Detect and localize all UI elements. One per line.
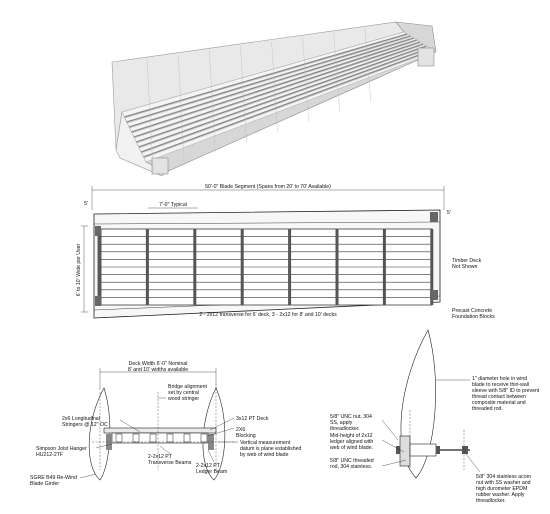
- wall-panel-seams: [146, 28, 372, 173]
- plan-overall-dimension: 50'-0" Blade Segment (Spans from 20' to …: [205, 184, 331, 190]
- panel-seam: [178, 55, 185, 163]
- detail-blade: [400, 329, 436, 479]
- panel-seam: [209, 50, 216, 153]
- plan-block-tr: [430, 212, 438, 222]
- section-label-deck: 3x12 PT Deck: [236, 416, 269, 422]
- deck-slat: [136, 43, 424, 143]
- deck-slat: [143, 49, 434, 158]
- panel-seam: [146, 59, 154, 173]
- plan-transverse-beam: [335, 229, 339, 305]
- plan-transverse-beams: [98, 229, 434, 305]
- plan-transverse-beam: [193, 229, 197, 305]
- section-stringer: [115, 433, 123, 443]
- plan-transverse-beam: [240, 229, 244, 305]
- section-stringer: [132, 433, 140, 443]
- panel-seam: [302, 37, 309, 123]
- section-deck-width: Deck Width 6'-0" Nominal: [129, 361, 188, 367]
- detail-ledger: [399, 435, 411, 467]
- panel-seam: [271, 41, 278, 133]
- section-transverse-beams: [111, 432, 209, 444]
- section-blade-right: [202, 387, 226, 481]
- deck-slat: [126, 35, 411, 123]
- foundation-block-front: [151, 157, 169, 175]
- foundation-block-back: [417, 47, 435, 67]
- plan-transverse-beam: [145, 229, 149, 305]
- section-ledger-left: [106, 434, 112, 450]
- cross-section-view: Deck Width 6'-0" Nominal 8' and 10' widt…: [30, 361, 302, 487]
- deck-slat: [124, 33, 408, 118]
- plan-block-br: [430, 290, 438, 300]
- deck-slat: [138, 45, 427, 148]
- plan-block-tl: [95, 226, 101, 236]
- plan-note-transverse: 2 - 2x12 transverse for 6' deck, 3 - 2x1…: [199, 312, 337, 318]
- deck-slats: [124, 33, 434, 159]
- section-stringer: [166, 433, 174, 443]
- section-deck: [103, 427, 217, 434]
- plan-transverse-beam: [288, 229, 292, 305]
- plan-right-tick: 5': [447, 210, 451, 216]
- plan-transverse-beam: [430, 229, 434, 305]
- section-deck-width-sub: 8' and 10' widths available: [128, 367, 188, 373]
- panel-seam: [333, 32, 340, 113]
- plan-transverse-beam: [98, 229, 102, 305]
- panel-seam: [240, 46, 247, 143]
- detail-acorn-nut: [462, 446, 468, 454]
- section-stringer: [149, 433, 157, 443]
- bridge-3d-render: [111, 21, 437, 177]
- detail-nut-left: [396, 446, 400, 454]
- plan-block-bl: [95, 296, 101, 306]
- deck-slat: [128, 37, 414, 128]
- plan-typical-dimension: 7'-0" Typical: [159, 202, 187, 208]
- section-stringer: [183, 433, 191, 443]
- plan-width-dimension: 6' to 10' Wide per User: [76, 244, 82, 297]
- plan-view: 50'-0" Blade Segment (Spans from 20' to …: [76, 184, 495, 320]
- deck-slat: [131, 39, 418, 133]
- plan-stringers: [98, 236, 432, 298]
- plan-transverse-beam: [382, 229, 386, 305]
- detail-beam: [409, 443, 437, 457]
- section-stringer: [200, 433, 208, 443]
- panel-seam: [364, 28, 372, 103]
- detail-nut-right: [436, 446, 440, 454]
- deck-slat: [140, 47, 430, 153]
- section-blade-left: [88, 387, 111, 481]
- deck-slat: [133, 41, 421, 138]
- plan-left-tick: 5': [84, 201, 88, 207]
